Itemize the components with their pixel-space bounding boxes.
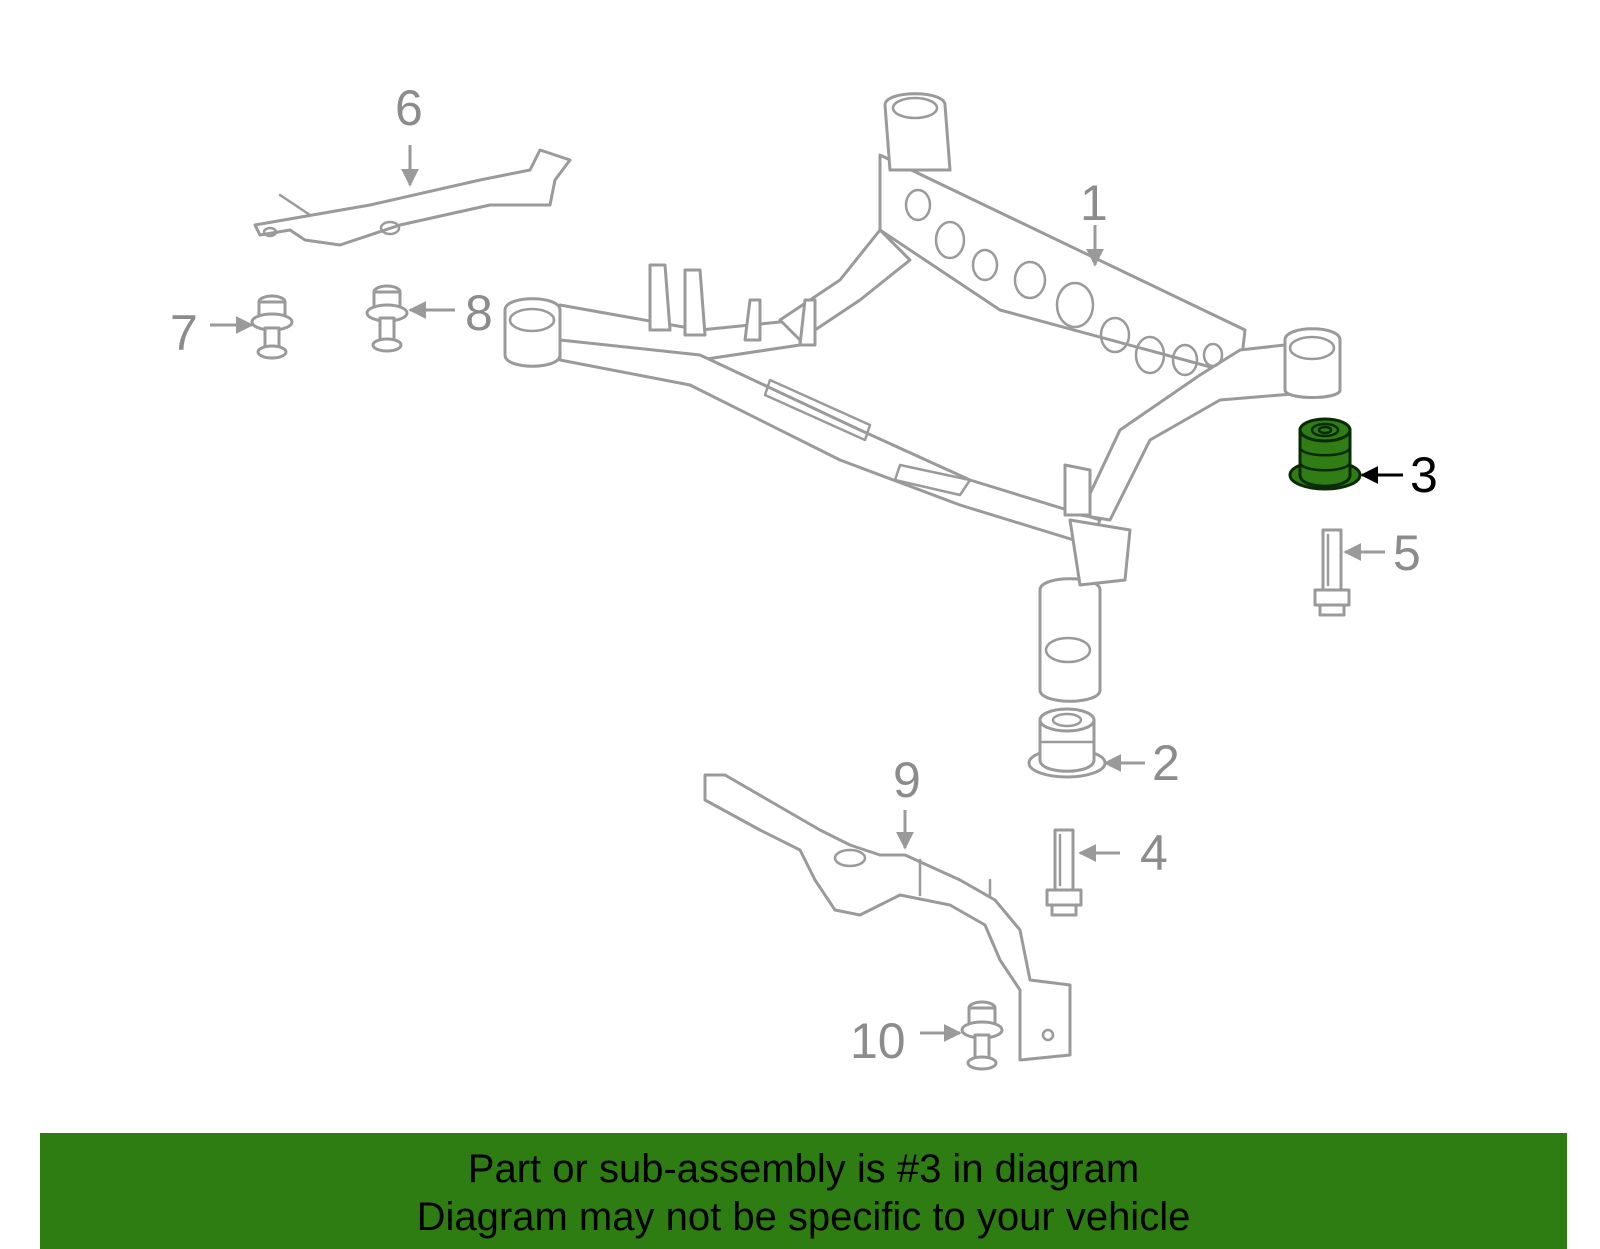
banner-line-1: Part or sub-assembly is #3 in diagram [467, 1147, 1140, 1191]
callout-1: 1 [1080, 175, 1108, 231]
part-7-bolt[interactable] [250, 294, 294, 360]
callout-4: 4 [1140, 825, 1168, 881]
part-2-bushing[interactable] [1027, 707, 1107, 779]
part-6-brace[interactable] [253, 148, 572, 247]
callout-9: 9 [893, 752, 921, 808]
part-4-bolt[interactable] [1045, 828, 1083, 917]
callout-2: 2 [1152, 735, 1180, 791]
callout-3: 3 [1410, 447, 1438, 503]
banner-line-2: Diagram may not be specific to your vehi… [416, 1195, 1191, 1239]
part-9-brace[interactable] [703, 773, 1072, 1062]
callout-7: 7 [170, 305, 198, 361]
callout-10: 10 [850, 1013, 906, 1069]
callout-5: 5 [1393, 525, 1421, 581]
info-banner: Part or sub-assembly is #3 in diagram Di… [40, 1133, 1567, 1249]
parts-diagram: 1 2 3 4 5 [170, 80, 1438, 1071]
callout-8: 8 [465, 285, 493, 341]
callout-6: 6 [395, 80, 423, 136]
part-8-bolt[interactable] [365, 284, 409, 353]
part-1-subframe[interactable] [503, 92, 1342, 703]
part-3-bushing[interactable] [1288, 417, 1362, 491]
part-10-bolt[interactable] [960, 1000, 1004, 1071]
part-5-bolt[interactable] [1313, 528, 1351, 617]
